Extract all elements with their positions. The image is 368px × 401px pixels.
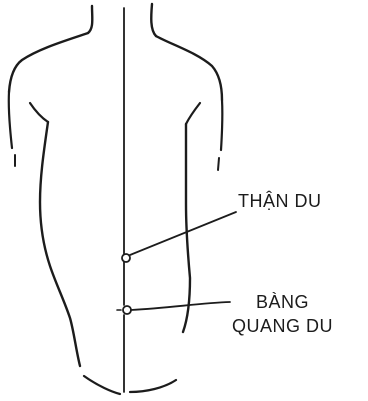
right-torso-outline [183, 124, 190, 332]
neck-left-outline [88, 6, 92, 33]
left-arm-outline [9, 92, 12, 148]
than-du-point [122, 254, 130, 262]
than-du-leader-line [130, 212, 236, 255]
than-du-label: THẬN DU [238, 189, 322, 213]
bang-quang-du-leader-line [131, 302, 230, 310]
left-torso-outline [40, 122, 80, 366]
neck-right-outline [151, 4, 156, 36]
bang-quang-du-label: BÀNG QUANG DU [232, 290, 333, 338]
left-shoulder-outline [9, 33, 88, 92]
gluteal-right-curve [130, 380, 176, 392]
gluteal-left-curve [84, 376, 120, 394]
left-armpit-crease [30, 103, 48, 122]
bang-quang-du-label-line1: BÀNG [232, 290, 333, 314]
right-shoulder-outline [156, 36, 222, 100]
right-arm-mark [218, 158, 219, 170]
right-armpit-crease [186, 103, 200, 124]
bang-quang-du-label-line2: QUANG DU [232, 314, 333, 338]
right-arm-outline [221, 100, 222, 150]
bang-quang-du-point [123, 306, 131, 314]
